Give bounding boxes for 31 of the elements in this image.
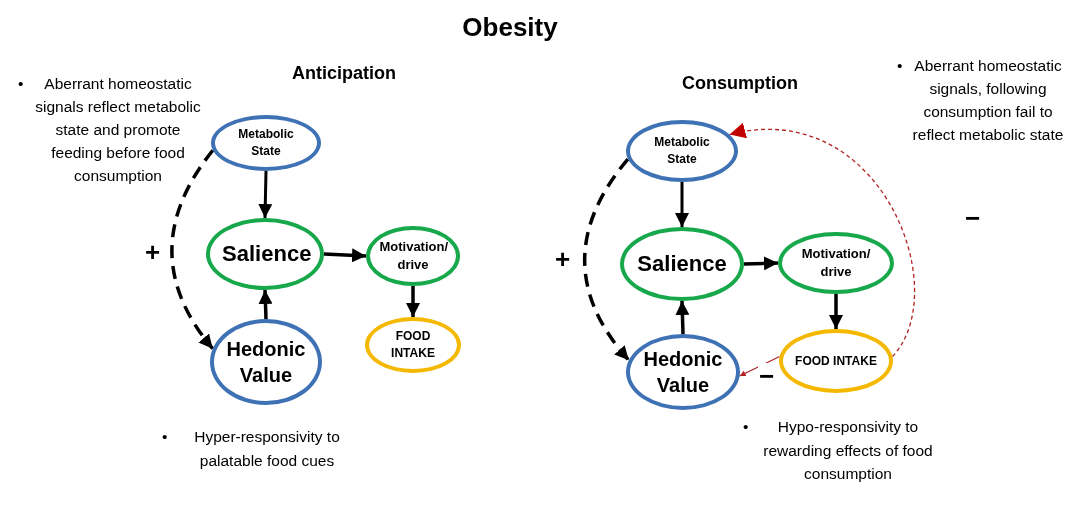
bullet-note: Hyper-responsivity to palatable food cues: [193, 427, 341, 471]
node-label: Motivation/ drive: [800, 245, 872, 281]
node-label: Salience: [637, 251, 727, 277]
node-label: FOOD INTAKE: [390, 328, 436, 362]
arrow: [323, 248, 367, 263]
bullet-note: Aberrant homeostatic signals reflect metabolic state and promote feeding before food consumption: [34, 74, 202, 186]
dashed-arrow: [170, 149, 215, 350]
bullet-point: •: [743, 417, 750, 437]
arrow: [258, 170, 273, 219]
dashed-arrow: [582, 157, 631, 362]
node-label: Motivation/ drive: [379, 238, 447, 274]
section-heading: Anticipation: [291, 62, 397, 85]
arrow: [675, 300, 690, 335]
bullet-note: Hypo-responsivity to rewarding effects of food consumption: [762, 417, 934, 484]
arrow: [258, 289, 273, 320]
node-label: Metabolic State: [237, 126, 295, 160]
node-label: Hedonic Value: [225, 337, 307, 388]
bullet-point: •: [18, 74, 25, 94]
arrow: [675, 182, 689, 227]
node-label: Metabolic State: [653, 134, 711, 168]
arrow: [743, 256, 779, 271]
node-label: FOOD INTAKE: [795, 352, 877, 370]
arrow: [406, 286, 420, 317]
state-ellipse: [211, 115, 321, 171]
section-heading: Consumption: [681, 72, 799, 95]
diagram-title: Obesity: [461, 11, 559, 44]
node-label: Hedonic Value: [642, 347, 724, 398]
bullet-note: Aberrant homeostatic signals, following consumption fail to reflect metabolic state: [911, 56, 1065, 145]
bullet-point: •: [162, 427, 169, 447]
bullet-point: •: [897, 56, 904, 76]
arrow: [829, 294, 843, 329]
